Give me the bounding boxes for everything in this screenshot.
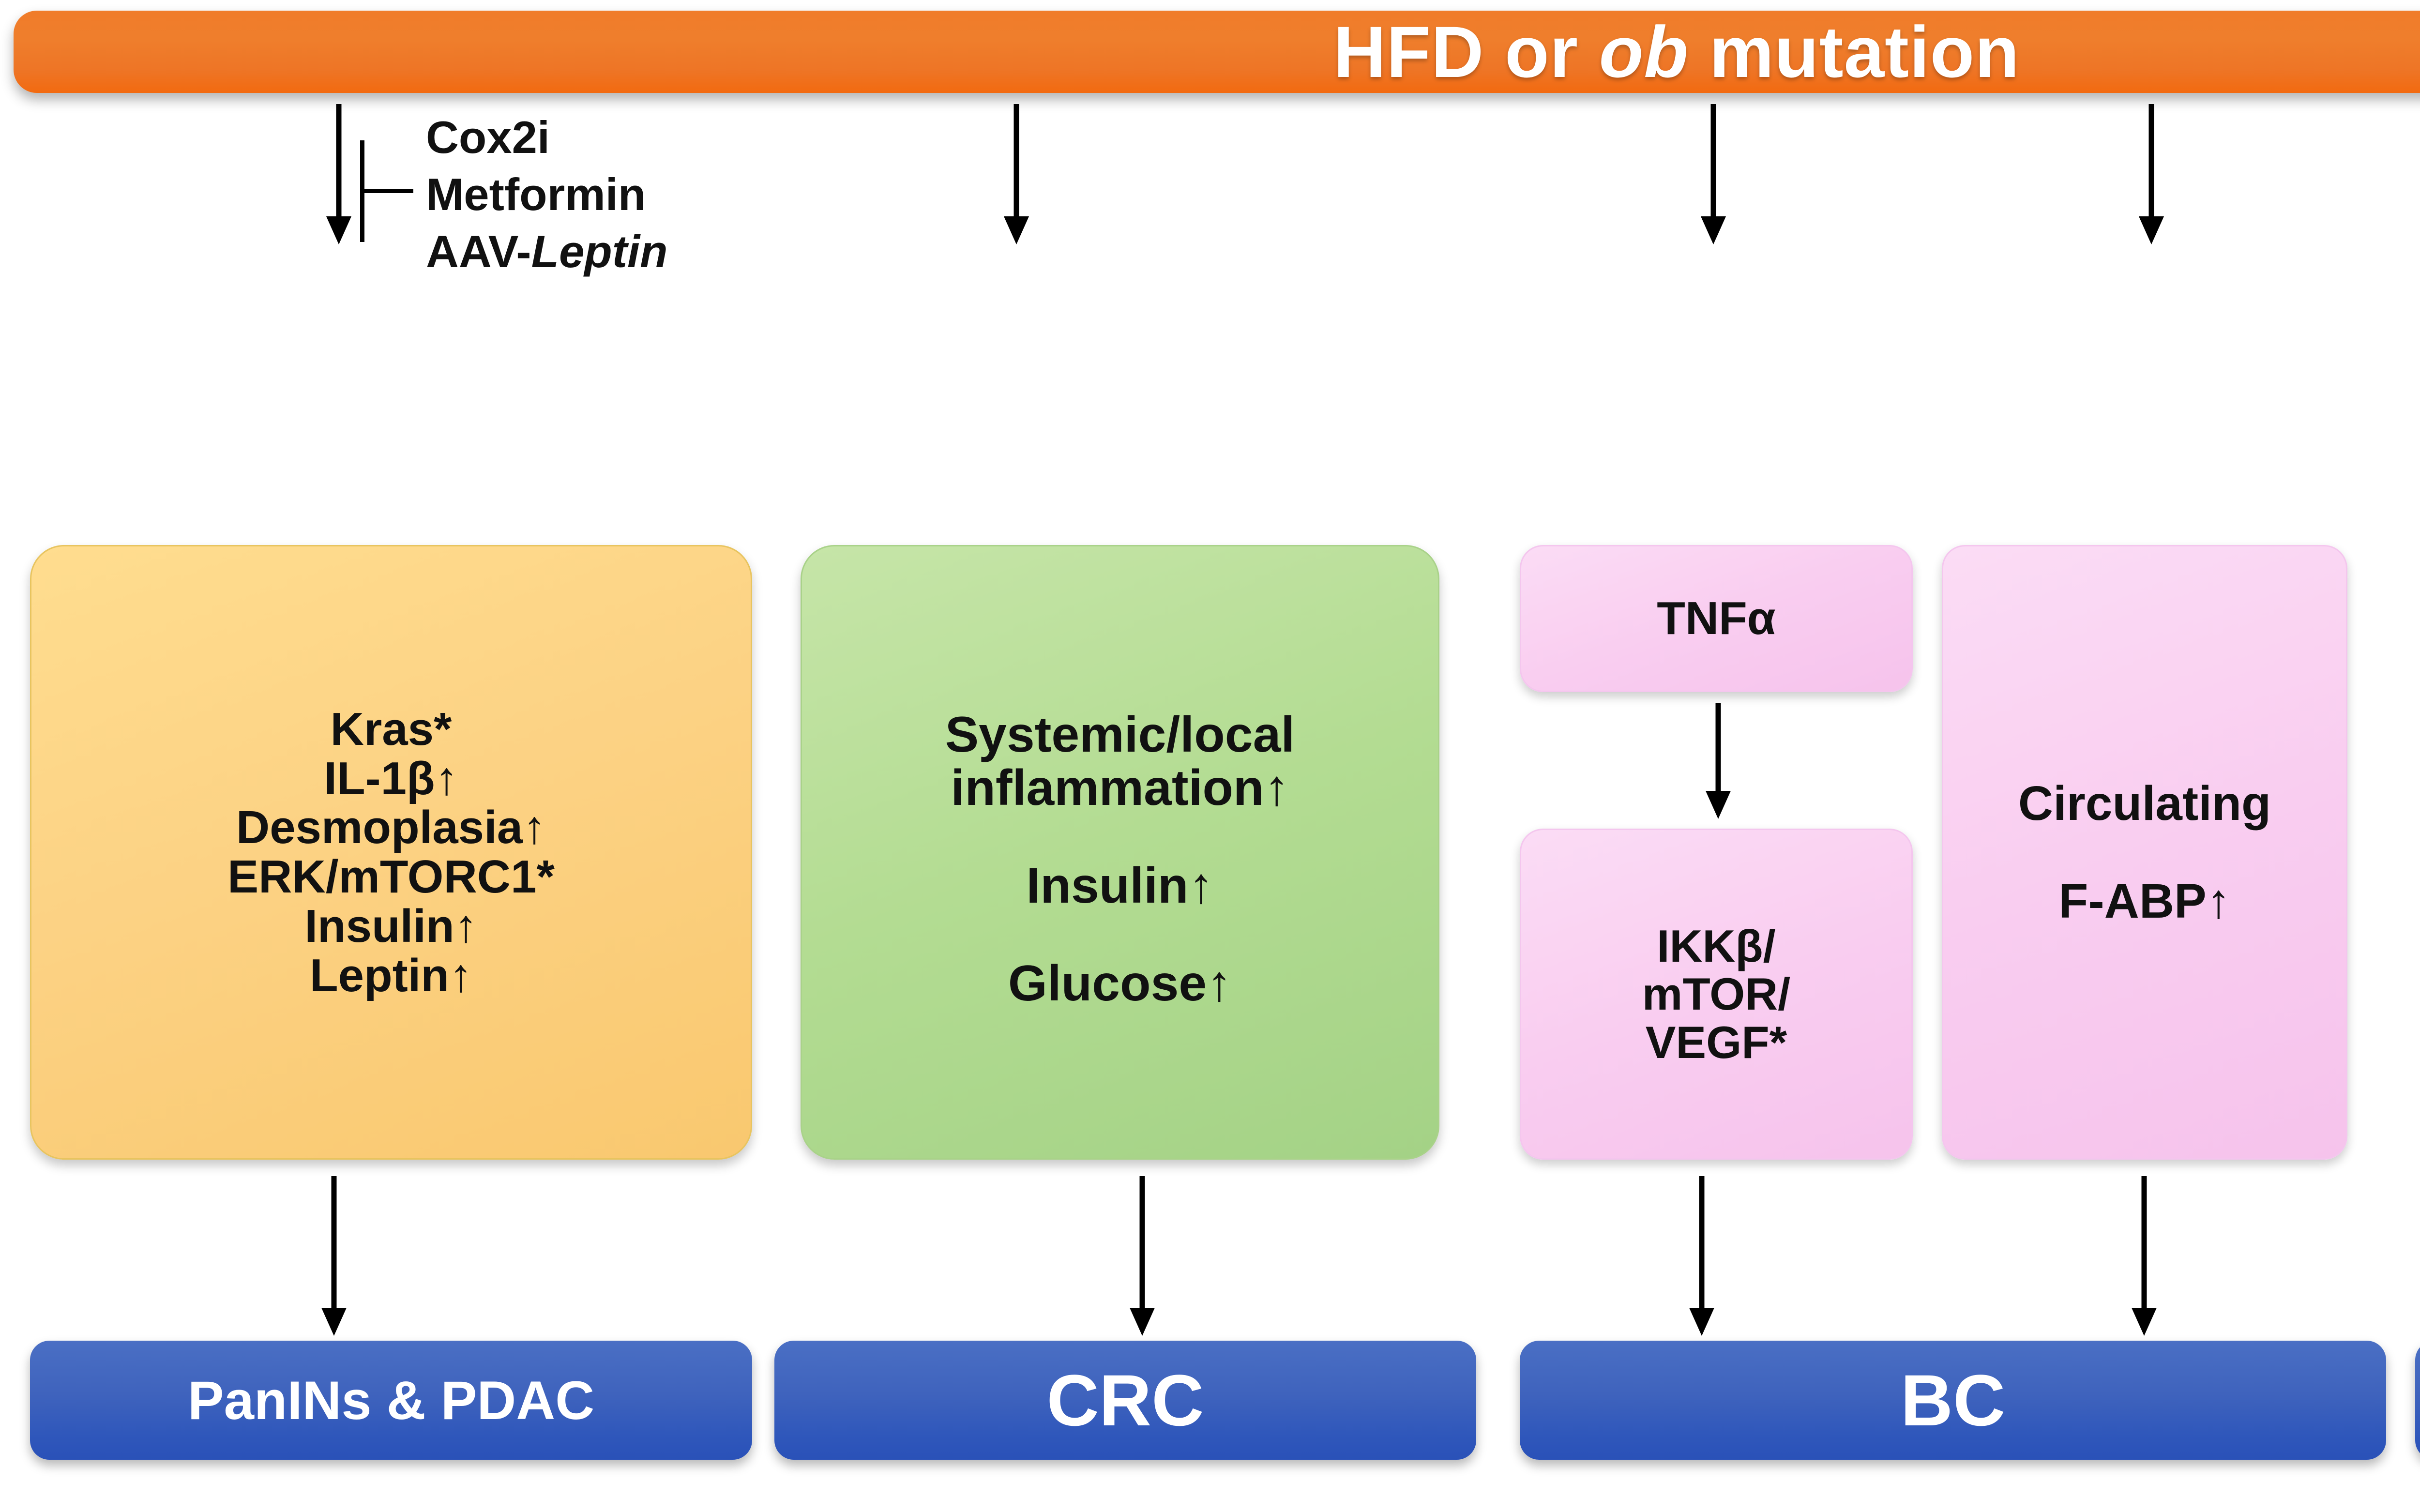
intervention-label-aav-leptin: AAV-Leptin [426, 226, 668, 277]
pathway-line: Leptin↑ [310, 949, 472, 1001]
arrow-tnf-to-ikk [1699, 703, 1738, 819]
pathway-box-ikk-mtor-vegf[interactable]: IKKβ/ mTOR/ VEGF* [1520, 829, 1913, 1160]
arrow-header-to-colorectal [997, 104, 1036, 244]
arrow-ikk-to-bc [1682, 1176, 1721, 1336]
arrow-header-to-fabp [2132, 104, 2171, 244]
outcome-box-panins-pdac[interactable]: PanINs & PDAC [30, 1341, 752, 1460]
pathway-line: mTOR/ [1642, 968, 1791, 1020]
outcome-box-bbc[interactable]: BBC [2415, 1341, 2420, 1460]
intervention-label-cox2i: Cox2i [426, 112, 550, 163]
pathway-line: Circulating [2018, 776, 2271, 831]
arrow-colorectal-to-crc [1123, 1176, 1162, 1336]
pathway-line: IL-1β↑ [324, 752, 458, 804]
header-title: HFD or ob mutation [1333, 11, 2020, 92]
pathway-line: VEGF* [1645, 1016, 1787, 1068]
arrow-header-to-tnf [1694, 104, 1733, 244]
outcome-label: PanINs & PDAC [187, 1370, 595, 1431]
pathway-line: Insulin↑ [1026, 858, 1214, 914]
intervention-label-metformin: Metformin [426, 169, 646, 220]
arrow-fabp-to-bc [2125, 1176, 2163, 1336]
pathway-line: Kras* [330, 703, 452, 755]
pathway-line: Desmoplasia↑ [236, 801, 546, 854]
pathway-box-tnfalpha[interactable]: TNFα [1520, 545, 1913, 692]
outcome-box-crc[interactable]: CRC [774, 1341, 1476, 1460]
pathway-line: TNFα [1657, 592, 1776, 645]
pathway-line: Systemic/local [945, 706, 1295, 763]
header-box[interactable]: HFD or ob mutation [14, 11, 2420, 93]
outcome-label: CRC [1046, 1359, 1204, 1441]
pathway-line: inflammation↑ [951, 759, 1289, 816]
arrow-header-to-pancreatic [319, 104, 358, 244]
pathway-line: Insulin↑ [304, 900, 478, 952]
pathway-box-circulating-fabp[interactable]: Circulating F-ABP↑ [1942, 545, 2347, 1160]
outcome-box-bc[interactable]: BC [1520, 1341, 2386, 1460]
inhibition-marker-interventions [360, 140, 433, 242]
pathway-line: ERK/mTORC1* [227, 851, 555, 903]
pathway-box-pancreatic[interactable]: Kras* IL-1β↑ Desmoplasia↑ ERK/mTORC1* In… [30, 545, 752, 1160]
outcome-label: BC [1900, 1359, 2006, 1441]
pathway-box-colorectal[interactable]: Systemic/local inflammation↑ Insulin↑ Gl… [801, 545, 1439, 1160]
pathway-line: F-ABP↑ [2058, 874, 2231, 928]
pathway-line: IKKβ/ [1657, 920, 1776, 971]
pathway-line: Glucose↑ [1008, 955, 1232, 1012]
arrow-pancreatic-to-panins [315, 1176, 353, 1336]
